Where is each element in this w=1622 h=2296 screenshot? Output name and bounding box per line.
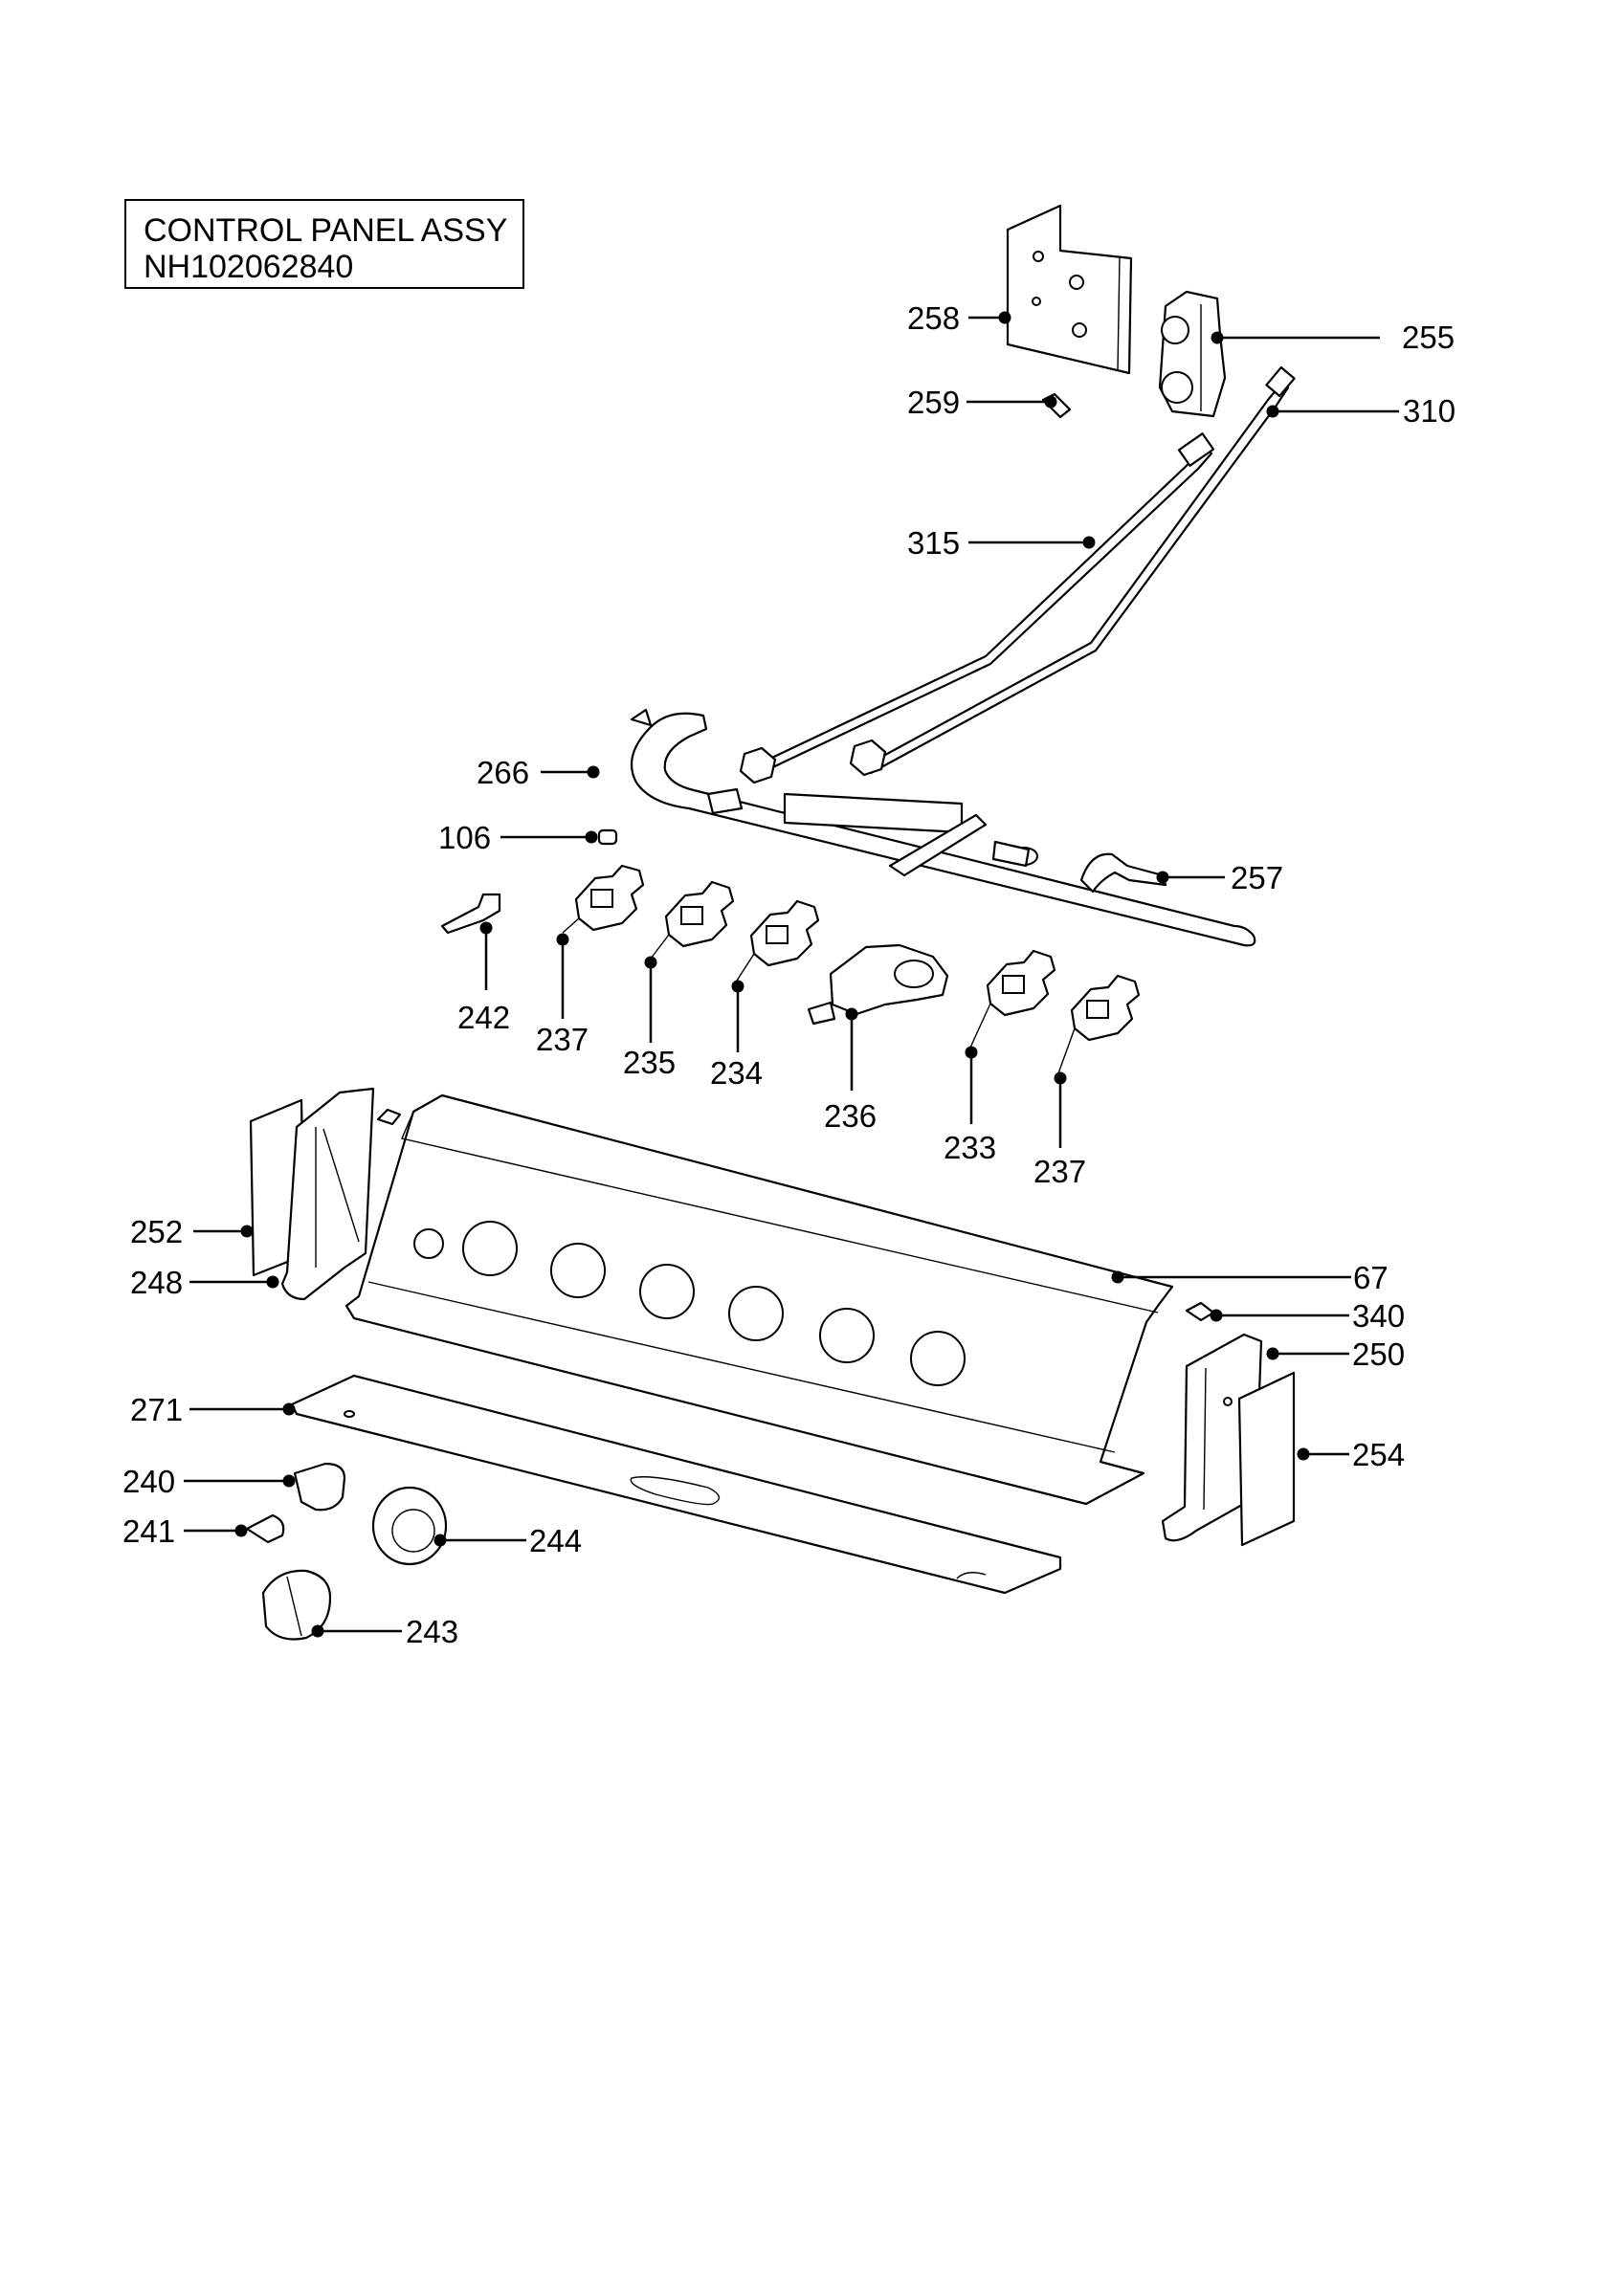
callout-257: 257 xyxy=(1231,860,1283,895)
part-106-clip xyxy=(597,828,618,846)
callout-310: 310 xyxy=(1403,393,1455,429)
callout-241: 241 xyxy=(122,1513,175,1549)
callout-254: 254 xyxy=(1352,1437,1405,1472)
part-248-left-bracket xyxy=(280,1087,375,1301)
part-241-small-adapter xyxy=(245,1513,285,1544)
part-tap-233 xyxy=(969,949,1056,1049)
callout-340: 340 xyxy=(1352,1298,1405,1334)
part-255-valve xyxy=(1158,290,1227,418)
leader-lines xyxy=(184,311,1399,1638)
callout-266: 266 xyxy=(477,755,529,790)
callout-271: 271 xyxy=(130,1392,183,1427)
callout-labels: 258 255 259 310 315 266 106 257 242 237 … xyxy=(122,300,1455,1649)
part-tap-235 xyxy=(650,880,735,960)
callout-248: 248 xyxy=(130,1265,183,1300)
part-340-clip xyxy=(1185,1301,1215,1322)
callout-234: 234 xyxy=(710,1055,763,1091)
part-tap-234 xyxy=(736,899,820,982)
callout-237-left: 237 xyxy=(536,1022,589,1057)
callout-244: 244 xyxy=(529,1523,582,1558)
callout-259: 259 xyxy=(907,385,960,420)
callout-242: 242 xyxy=(457,1000,510,1035)
callout-240: 240 xyxy=(122,1464,175,1499)
part-244-bezel xyxy=(371,1486,448,1566)
diagram-part-number: NH102062840 xyxy=(144,249,354,285)
callout-250: 250 xyxy=(1352,1336,1405,1372)
callout-255: 255 xyxy=(1402,320,1455,355)
callout-233: 233 xyxy=(944,1130,996,1165)
part-257-bracket xyxy=(1079,852,1167,894)
callout-106: 106 xyxy=(438,820,491,855)
part-258-bracket xyxy=(1006,204,1133,375)
part-67-control-panel xyxy=(344,1093,1174,1506)
part-tap-237b xyxy=(1057,974,1141,1074)
callout-235: 235 xyxy=(623,1045,676,1080)
part-242-thermocouple xyxy=(440,893,501,935)
callout-67: 67 xyxy=(1353,1260,1389,1295)
part-240-adapter xyxy=(293,1462,346,1512)
part-271-bottom-strip xyxy=(290,1374,1062,1595)
part-236-main-tap xyxy=(807,943,949,1026)
callout-243: 243 xyxy=(406,1614,458,1649)
part-310-315-pipes xyxy=(739,365,1296,784)
callout-252: 252 xyxy=(130,1214,183,1249)
part-tap-237a xyxy=(562,864,645,934)
callout-236: 236 xyxy=(824,1098,877,1134)
diagram-title-box: CONTROL PANEL ASSY NH102062840 xyxy=(124,199,524,289)
part-left-clip xyxy=(376,1108,402,1126)
part-266-manifold xyxy=(630,708,1256,947)
part-254-right-cover xyxy=(1237,1371,1296,1547)
callout-315: 315 xyxy=(907,525,960,561)
part-243-knob xyxy=(261,1569,332,1641)
callout-258: 258 xyxy=(907,300,960,336)
callout-237-right: 237 xyxy=(1033,1154,1086,1189)
diagram-title: CONTROL PANEL ASSY xyxy=(144,212,508,249)
